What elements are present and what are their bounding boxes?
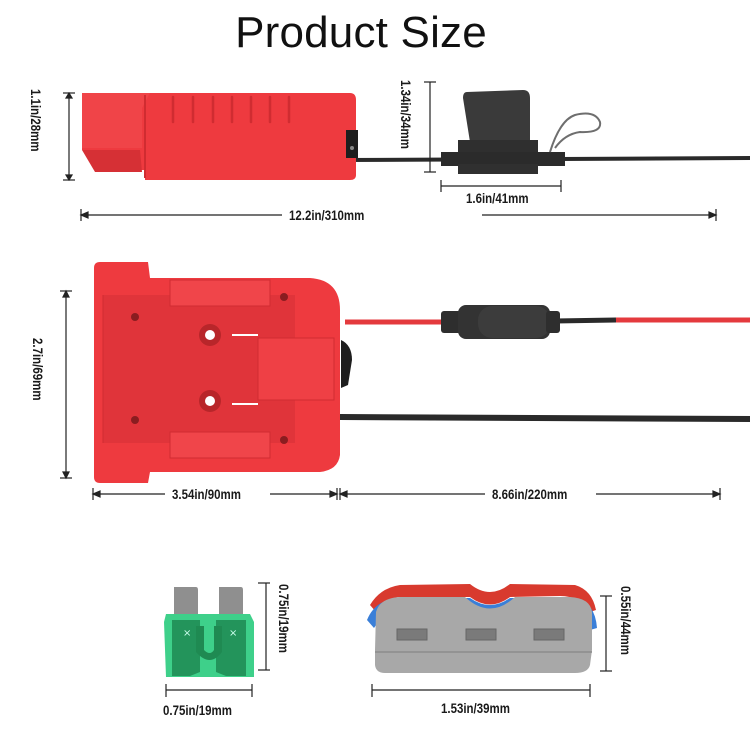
wire-connector [367,584,597,673]
cable-length-label: 8.66in/220mm [492,486,568,502]
adapter-top-view [94,262,352,483]
blade-fuse-width-label: 0.75in/19mm [163,702,232,718]
wire-connector-width-label: 1.53in/39mm [441,700,510,716]
dimension-lines-fuse [165,582,270,697]
fuse-holder-side-view [441,90,602,174]
adapter-side-view [82,93,358,180]
blade-fuse-height-label: 0.75in/19mm [276,584,292,653]
dimension-lines-connector [371,595,612,697]
inline-fuse-holder [441,305,560,339]
adapter-top-height-label: 2.7in/69mm [30,338,46,401]
adapter-side-height-label: 1.1in/28mm [28,89,44,152]
page-title: Product Size [235,8,487,57]
svg-text:×: × [183,628,191,639]
adapter-top-width-label: 3.54in/90mm [172,486,241,502]
fuse-holder-height-label: 1.34in/34mm [398,80,414,149]
cables-top-view [339,305,750,422]
blade-fuse: × × [164,587,254,677]
total-length-label: 12.2in/310mm [289,207,365,223]
dimension-lines-middle [60,289,722,500]
fuse-holder-width-label: 1.6in/41mm [466,190,529,206]
svg-text:×: × [229,628,237,639]
wire-connector-height-label: 0.55in/44mm [618,586,634,655]
dimension-lines-top [63,81,718,221]
